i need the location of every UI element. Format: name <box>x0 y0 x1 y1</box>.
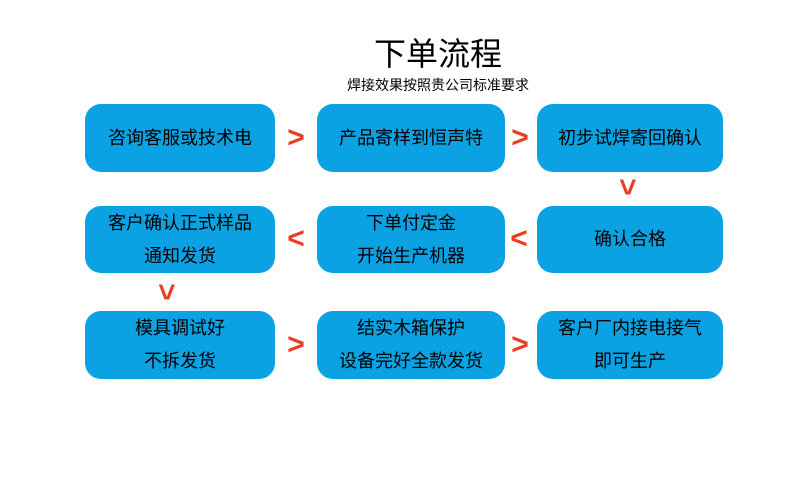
flow-node-confirm-qualified: 确认合格 <box>537 206 723 273</box>
flow-node-line: 初步试焊寄回确认 <box>558 127 702 149</box>
flow-node-line: 下单付定金 <box>366 212 456 234</box>
arrow-left-icon: < <box>287 222 305 255</box>
flow-node-mold-test-ship: 模具调试好 不拆发货 <box>85 311 275 379</box>
flow-node-line: 不拆发货 <box>144 351 216 372</box>
flow-node-confirm-sample-ship: 客户确认正式样品 通知发货 <box>85 206 275 273</box>
flow-node-line: 咨询客服或技术电 <box>108 127 252 149</box>
flow-node-line: 确认合格 <box>594 229 666 250</box>
flow-node-line: 通知发货 <box>144 245 216 267</box>
flow-node-consult-service: 咨询客服或技术电 <box>85 104 275 172</box>
flow-node-line: 即可生产 <box>594 351 666 372</box>
flow-node-line: 开始生产机器 <box>357 245 465 267</box>
page-title: 下单流程 <box>373 35 503 73</box>
arrow-right-icon: > <box>287 121 305 154</box>
flow-node-line: 产品寄样到恒声特 <box>339 127 483 149</box>
flow-node-line: 设备完好全款发货 <box>339 351 483 372</box>
flow-node-trial-weld-confirm: 初步试焊寄回确认 <box>537 104 723 172</box>
arrow-right-icon: > <box>287 328 305 361</box>
arrow-down-icon: > <box>611 178 644 196</box>
flow-node-order-deposit: 下单付定金 开始生产机器 <box>317 206 505 273</box>
page-subtitle: 焊接效果按照贵公司标准要求 <box>347 78 529 94</box>
arrow-right-icon: > <box>511 121 529 154</box>
arrow-down-icon: > <box>150 283 183 301</box>
flow-node-send-sample: 产品寄样到恒声特 <box>317 104 505 172</box>
flow-node-line: 结实木箱保护 <box>357 318 465 339</box>
flow-node-line: 客户确认正式样品 <box>108 212 252 234</box>
flow-node-line: 模具调试好 <box>135 318 225 339</box>
arrow-left-icon: < <box>510 222 528 255</box>
flow-node-line: 客户厂内接电接气 <box>558 318 702 339</box>
flow-node-wooden-crate-ship: 结实木箱保护 设备完好全款发货 <box>317 311 505 379</box>
flow-node-customer-production: 客户厂内接电接气 即可生产 <box>537 311 723 379</box>
arrow-right-icon: > <box>511 328 529 361</box>
